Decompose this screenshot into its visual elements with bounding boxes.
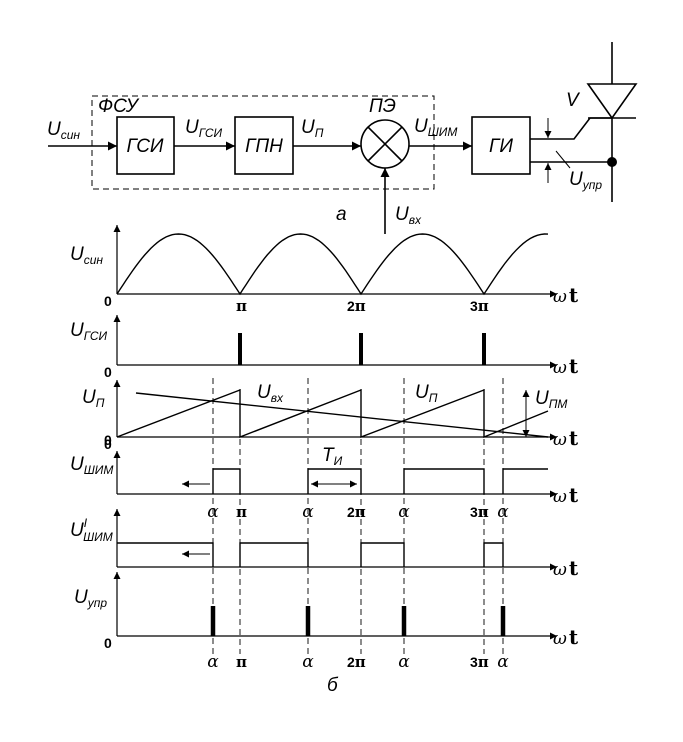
u-vx-input-label: Uвх	[395, 204, 422, 227]
pi-label-row1-1: π	[236, 297, 247, 315]
u-upr-output-label: Uупр	[569, 169, 602, 192]
alpha-label-row4-3: α	[398, 502, 410, 522]
gpn-label: ГПН	[245, 136, 283, 157]
zero-label-3: 0	[104, 436, 112, 452]
u-shim-pulse-1	[212, 468, 241, 494]
u-vx-inline-label: Uвх	[257, 382, 284, 405]
zero-label-3: 0	[104, 432, 112, 448]
period-label: ТИ	[322, 445, 343, 468]
pi-label-row1-3: 3π	[470, 297, 489, 315]
caption-a: а	[336, 204, 347, 225]
thyristor-node	[607, 157, 617, 167]
alpha-label-row4-4: α	[497, 502, 509, 522]
u-sin-waveform	[116, 233, 549, 296]
alpha-label-row4-2: α	[302, 502, 314, 522]
alpha-label-row4-1: α	[207, 502, 219, 522]
fsu-label: ФСУ	[98, 96, 140, 117]
row-label-1: Uсин	[70, 244, 103, 267]
pi-label-row6-1: π	[236, 653, 247, 671]
alpha-label-row6-4: α	[497, 652, 509, 672]
u-gsi-signal-label: UГСИ	[185, 117, 223, 140]
gi-gate-lead	[530, 117, 612, 140]
u-shim-inverted-pulse-1	[117, 542, 214, 567]
u-shim-pulse-3	[403, 468, 485, 494]
pi-label-row1-2: 2π	[347, 297, 366, 315]
u-upr-leader	[555, 150, 571, 169]
gsi-label: ГСИ	[126, 136, 163, 157]
pe-cross	[367, 126, 403, 162]
u-p-signal-label: UП	[301, 117, 324, 140]
row-label-3: UП	[82, 387, 105, 410]
alpha-label-row6-3: α	[398, 652, 410, 672]
alpha-label-row6-1: α	[207, 652, 219, 672]
fsu-group-border	[91, 95, 435, 190]
thyristor-label: V	[566, 90, 581, 111]
row-label-2: UГСИ	[70, 320, 108, 343]
caption-b: б	[327, 675, 339, 696]
alpha-label-row6-2: α	[302, 652, 314, 672]
row-label-4: UШИМ	[70, 454, 113, 477]
u-shim-inverted-pulse-2	[239, 542, 309, 567]
u-vx-line	[135, 392, 549, 438]
block-diagram-labels: ФСУ ГСИ ГПН ГИ ПЭ Uсин UГСИ UП UШИМ Uвх …	[47, 90, 602, 227]
pe-label: ПЭ	[369, 96, 396, 117]
row-label-6: Uупр	[74, 587, 107, 610]
u-shim-inverted-pulse-4	[483, 542, 504, 567]
u-pm-inline-label: UПМ	[535, 388, 567, 411]
zero-label-6: 0	[104, 635, 112, 651]
u-shim-pulse-2	[307, 468, 362, 494]
pi-label-row4-2: 2π	[347, 503, 366, 521]
zero-label-1: 0	[104, 293, 112, 309]
pi-label-row6-2: 2π	[347, 653, 366, 671]
pi-label-row4-1: π	[236, 503, 247, 521]
pi-label-row4-3: 3π	[470, 503, 489, 521]
u-sin-input-label: Uсин	[47, 119, 80, 142]
gi-label: ГИ	[489, 136, 513, 157]
zero-label-2: 0	[104, 364, 112, 380]
u-shim-inverted-pulse-3	[360, 542, 405, 567]
u-shim-pulse-4	[502, 468, 548, 494]
thyristor-symbol	[586, 83, 638, 120]
pi-label-row6-3: 3π	[470, 653, 489, 671]
u-shim-signal-label: UШИМ	[414, 116, 457, 139]
u-p-inline-label: UП	[415, 382, 438, 405]
block-diagram	[48, 42, 638, 234]
